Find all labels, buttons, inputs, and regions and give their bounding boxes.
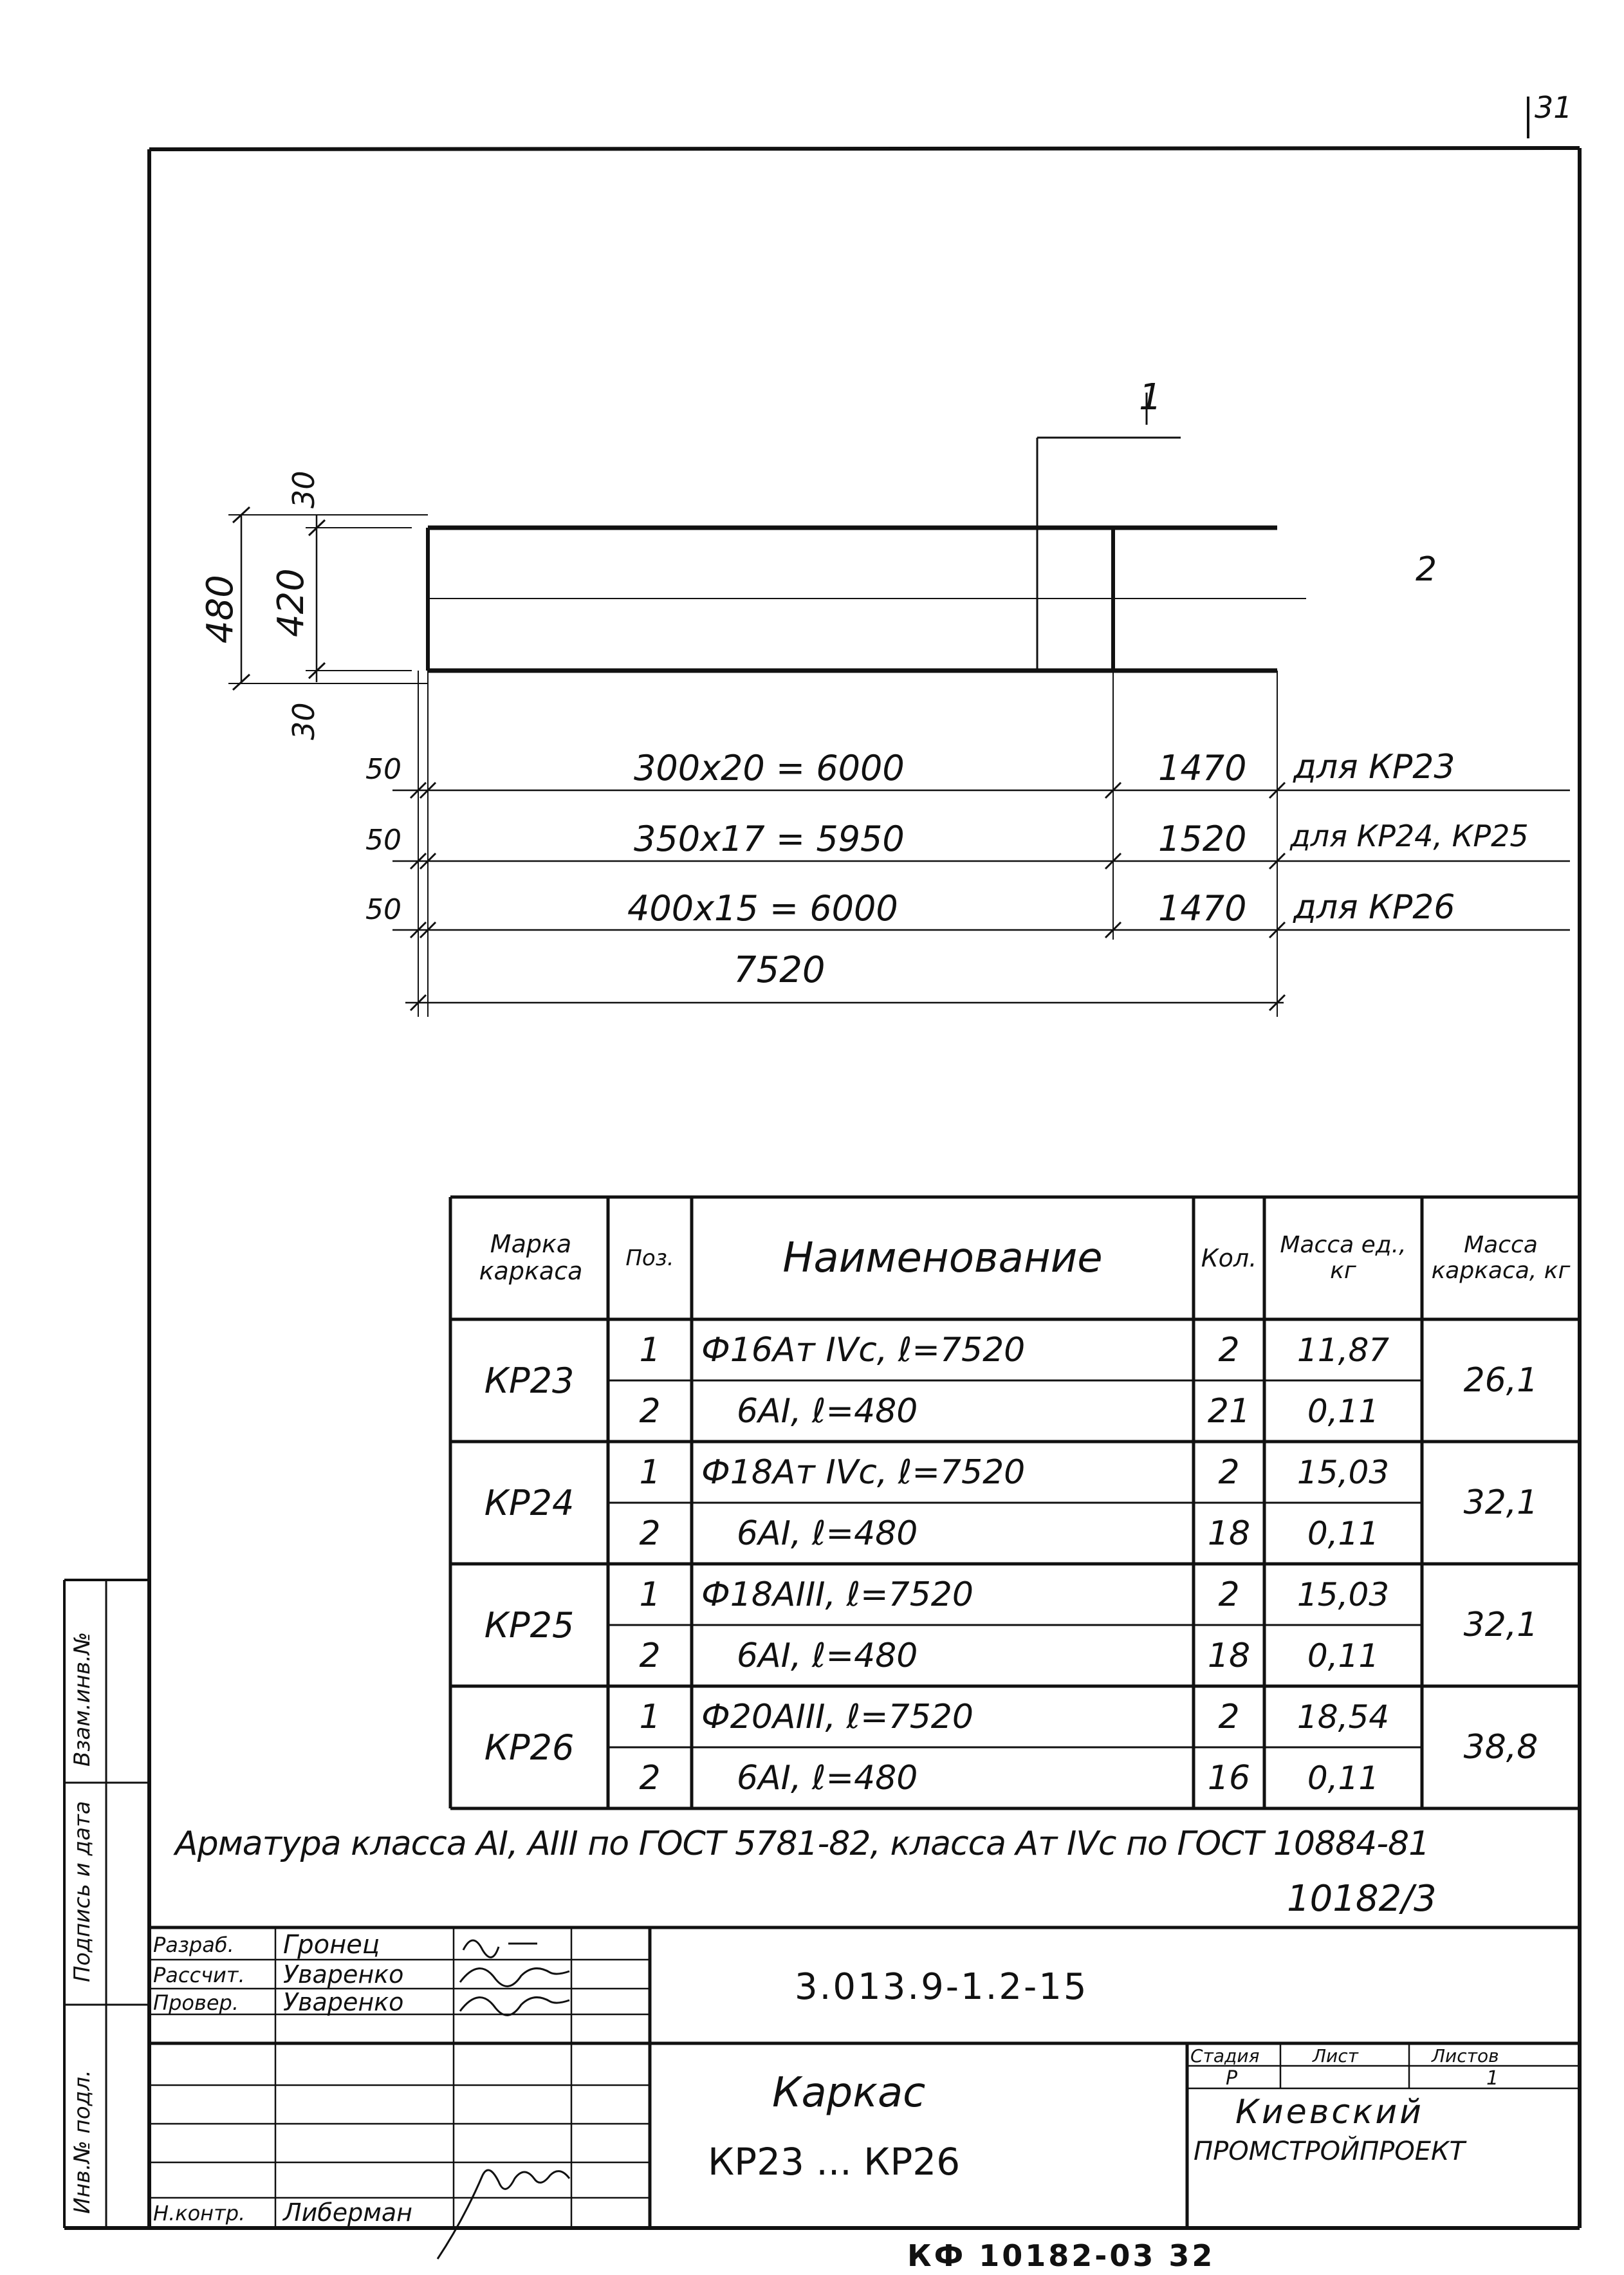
document-code: 3.013.9-1.2-15 <box>795 1966 1089 2008</box>
row3-offset: 50 <box>365 893 401 926</box>
pos-cell: 2 <box>639 1758 661 1797</box>
organization-line2: ПРОМСТРОЙПРОЕКТ <box>1194 2137 1465 2166</box>
qty-cell: 2 <box>1218 1697 1240 1736</box>
unit-mass-cell: 15,03 <box>1296 1453 1390 1491</box>
row1-offset: 50 <box>365 753 401 786</box>
sheet-header: Лист <box>1313 2045 1358 2066</box>
mark-cell: КР23 <box>484 1360 575 1401</box>
dim-bar-spacing: 420 <box>270 568 312 637</box>
name-cell: Ф18Ат IVс, ℓ=7520 <box>701 1453 1026 1492</box>
name-norm-control: Либерман <box>283 2198 413 2227</box>
row1-tail: 1470 <box>1158 748 1247 788</box>
pos-cell: 2 <box>639 1391 661 1431</box>
position-label-2: 2 <box>1416 550 1437 589</box>
pos-cell: 2 <box>639 1636 661 1675</box>
name-cell: 6АI, ℓ=480 <box>737 1758 918 1797</box>
unit-mass-cell: 0,11 <box>1307 1637 1379 1675</box>
name-cell: Ф20АIII, ℓ=7520 <box>701 1697 973 1736</box>
row1-note: для КР23 <box>1293 748 1455 786</box>
row3-note: для КР26 <box>1293 888 1455 927</box>
frame-mass-cell: 26,1 <box>1463 1361 1538 1400</box>
row3-spacing: 400x15 = 6000 <box>627 888 898 929</box>
name-cell: Ф16Ат IVс, ℓ=7520 <box>701 1330 1026 1370</box>
pos-cell: 1 <box>639 1453 661 1492</box>
row1-spacing: 300x20 = 6000 <box>634 748 905 788</box>
qty-cell: 16 <box>1207 1758 1251 1797</box>
row3-tail: 1470 <box>1158 888 1247 929</box>
name-developer: Гронец <box>283 1930 380 1960</box>
pos-cell: 1 <box>639 1330 661 1370</box>
dim-overall-height: 480 <box>199 575 241 644</box>
reinforcement-note: Арматура класса АI, АIII по ГОСТ 5781-82… <box>175 1825 1430 1863</box>
qty-cell: 18 <box>1207 1636 1251 1675</box>
dim-bottom-cover: 30 <box>286 702 321 740</box>
row2-tail: 1520 <box>1158 819 1247 859</box>
name-cell: 6АI, ℓ=480 <box>737 1636 918 1675</box>
role-checked: Провер. <box>153 1991 239 2015</box>
qty-cell: 2 <box>1218 1330 1240 1370</box>
mark-cell: КР24 <box>484 1482 575 1523</box>
unit-mass-cell: 0,11 <box>1307 1392 1379 1430</box>
unit-mass-cell: 18,54 <box>1296 1698 1390 1736</box>
frame-mass-cell: 32,1 <box>1463 1483 1538 1522</box>
header-qty: Кол. <box>1201 1244 1257 1272</box>
name-calculated: Уваренко <box>283 1960 404 1989</box>
drawing-title-line1: Каркас <box>772 2069 926 2117</box>
page-number: 31 <box>1535 90 1573 125</box>
unit-mass-cell: 0,11 <box>1307 1759 1379 1797</box>
qty-cell: 2 <box>1218 1575 1240 1614</box>
stamp-inv-original: Инв.№ подл. <box>69 2070 95 2214</box>
qty-cell: 2 <box>1218 1453 1240 1492</box>
mark-cell: КР26 <box>484 1727 575 1768</box>
frame-mass-cell: 38,8 <box>1463 1728 1538 1767</box>
stamp-signature-date: Подпись и дата <box>69 1801 95 1982</box>
pos-cell: 2 <box>639 1514 661 1553</box>
header-pos: Поз. <box>625 1245 674 1271</box>
role-norm-control: Н.контр. <box>153 2201 246 2225</box>
unit-mass-cell: 0,11 <box>1307 1514 1379 1552</box>
role-developer: Разраб. <box>153 1933 234 1957</box>
stamp-replacement-inv: Взам.инв.№ <box>69 1631 95 1767</box>
unit-mass-cell: 11,87 <box>1296 1331 1390 1369</box>
row2-note: для КР24, КР25 <box>1290 819 1529 853</box>
footer-code: КФ 10182-03 32 <box>907 2238 1215 2273</box>
mark-cell: КР25 <box>484 1604 575 1646</box>
archive-number: 10182/3 <box>1287 1878 1437 1920</box>
header-name: Наименование <box>782 1234 1103 1282</box>
unit-mass-cell: 15,03 <box>1296 1575 1390 1613</box>
organization-line1: Киевский <box>1235 2093 1424 2131</box>
pos-cell: 1 <box>639 1575 661 1614</box>
qty-cell: 21 <box>1207 1391 1251 1431</box>
position-label-1: 1 <box>1139 376 1162 418</box>
sheets-header: Листов <box>1432 2045 1499 2066</box>
sheets-value: 1 <box>1486 2067 1499 2090</box>
stage-value: Р <box>1226 2067 1238 2090</box>
name-cell: Ф18АIII, ℓ=7520 <box>701 1575 973 1614</box>
header-unit-mass: Масса ед., кг <box>1280 1232 1407 1284</box>
pos-cell: 1 <box>639 1697 661 1736</box>
qty-cell: 18 <box>1207 1514 1251 1553</box>
total-length: 7520 <box>734 949 826 991</box>
name-checked: Уваренко <box>283 1988 404 2016</box>
name-cell: 6АI, ℓ=480 <box>737 1391 918 1431</box>
frame-mass-cell: 32,1 <box>1463 1606 1538 1644</box>
stage-header: Стадия <box>1190 2045 1260 2066</box>
row2-spacing: 350x17 = 5950 <box>634 819 905 859</box>
dim-top-cover: 30 <box>286 470 321 508</box>
header-frame-mass: Масса каркаса, кг <box>1431 1232 1571 1284</box>
role-calculated: Рассчит. <box>153 1963 245 1987</box>
header-mark: Марка каркаса <box>479 1230 583 1285</box>
name-cell: 6АI, ℓ=480 <box>737 1514 918 1553</box>
row2-offset: 50 <box>365 824 401 857</box>
drawing-title-line2: КР23 ... КР26 <box>708 2140 961 2184</box>
